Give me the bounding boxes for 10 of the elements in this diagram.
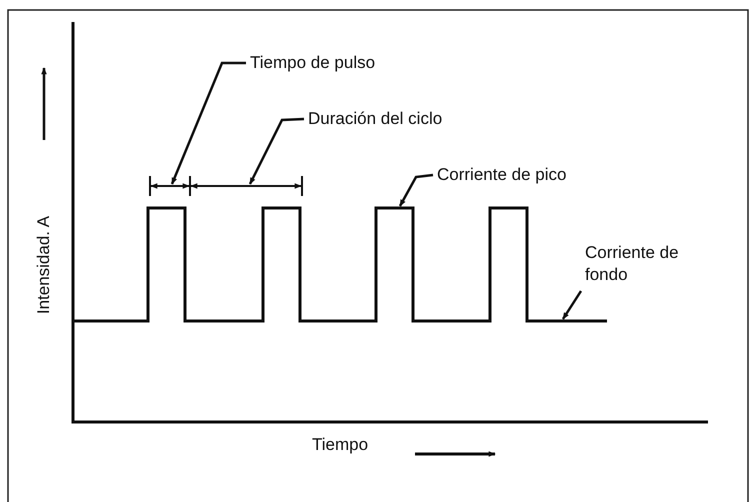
callout-label: Duración del ciclo xyxy=(308,108,442,130)
axis-label: Tiempo xyxy=(312,434,368,456)
leader-line xyxy=(248,118,304,185)
leader-line xyxy=(170,62,246,185)
axis-label: Intensidad. A xyxy=(33,216,54,314)
leader-line xyxy=(562,290,582,320)
callout-label: Corriente de pico xyxy=(437,164,566,186)
callout-label: Tiempo de pulso xyxy=(250,52,376,74)
callout-label: Corriente de fondo xyxy=(585,242,680,286)
leader-line xyxy=(398,174,434,207)
